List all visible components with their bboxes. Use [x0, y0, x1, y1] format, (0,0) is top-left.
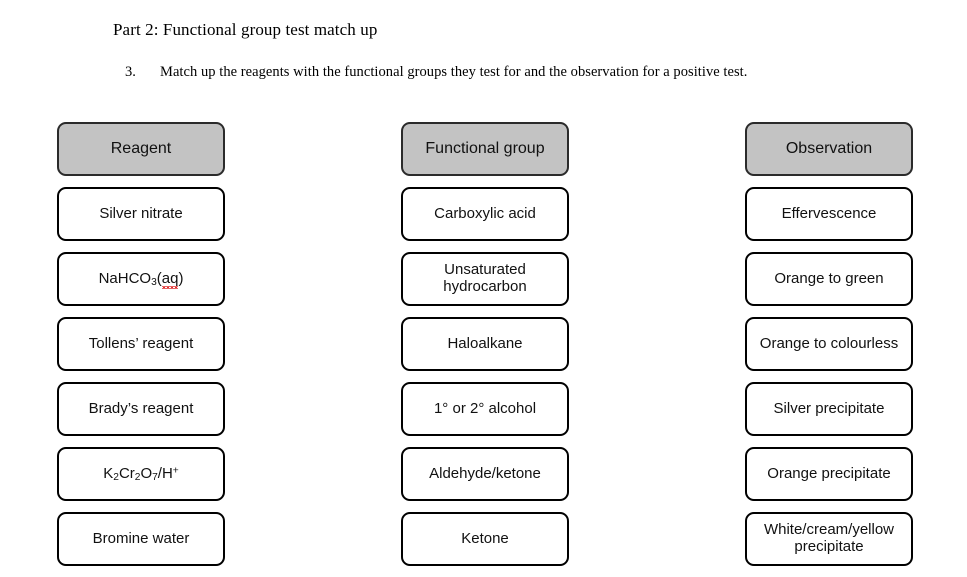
match-item-carboxylic-acid[interactable]: Carboxylic acid [401, 187, 569, 241]
match-item-label: Tollens’ reagent [88, 334, 194, 352]
match-item-label: K2Cr2O7/H+ [103, 464, 179, 483]
column-header-reagent: Reagent [57, 122, 225, 176]
match-item-label: Silver precipitate [773, 399, 885, 417]
match-item-1-or-2-alcohol[interactable]: 1° or 2° alcohol [401, 382, 569, 436]
page-title: Part 2: Functional group test match up [113, 20, 378, 39]
match-item-label: NaHCO3(aq) [98, 269, 184, 290]
match-item-effervescence[interactable]: Effervescence [745, 187, 913, 241]
question-text: Match up the reagents with the functiona… [160, 64, 748, 80]
match-item-label: Haloalkane [447, 334, 523, 352]
column-header-label: Functional group [425, 140, 545, 158]
match-item-orange-to-colourless[interactable]: Orange to colourless [745, 317, 913, 371]
match-item-ketone[interactable]: Ketone [401, 512, 569, 566]
match-item-label: Silver nitrate [99, 204, 183, 222]
match-item-brady-s-reagent[interactable]: Brady’s reagent [57, 382, 225, 436]
match-item-label: Bromine water [92, 529, 190, 547]
match-item-k2cr2o7-h[interactable]: K2Cr2O7/H+ [57, 447, 225, 501]
match-item-orange-to-green[interactable]: Orange to green [745, 252, 913, 306]
match-item-label: Orange to green [774, 269, 884, 287]
question-number: 3. [125, 64, 136, 80]
match-item-label: Brady’s reagent [88, 399, 194, 417]
match-item-bromine-water[interactable]: Bromine water [57, 512, 225, 566]
match-item-label: 1° or 2° alcohol [433, 399, 537, 417]
match-item-nahco3-aq[interactable]: NaHCO3(aq) [57, 252, 225, 306]
match-item-haloalkane[interactable]: Haloalkane [401, 317, 569, 371]
question-3: 3. Match up the reagents with the functi… [125, 64, 747, 81]
match-item-aldehyde-ketone[interactable]: Aldehyde/ketone [401, 447, 569, 501]
match-item-orange-precipitate[interactable]: Orange precipitate [745, 447, 913, 501]
match-item-label: Aldehyde/ketone [429, 464, 541, 482]
match-item-label: Orange precipitate [767, 464, 891, 482]
column-header-label: Reagent [110, 140, 172, 158]
match-item-label: Orange to colourless [759, 334, 899, 352]
match-item-silver-precipitate[interactable]: Silver precipitate [745, 382, 913, 436]
match-item-label: Effervescence [781, 204, 877, 222]
column-header-label: Observation [785, 140, 873, 158]
column-header-observation: Observation [745, 122, 913, 176]
match-item-label: Ketone [461, 529, 509, 547]
match-item-label: Carboxylic acid [434, 204, 536, 222]
match-item-tollens-reagent[interactable]: Tollens’ reagent [57, 317, 225, 371]
match-item-silver-nitrate[interactable]: Silver nitrate [57, 187, 225, 241]
column-header-functional-group: Functional group [401, 122, 569, 176]
